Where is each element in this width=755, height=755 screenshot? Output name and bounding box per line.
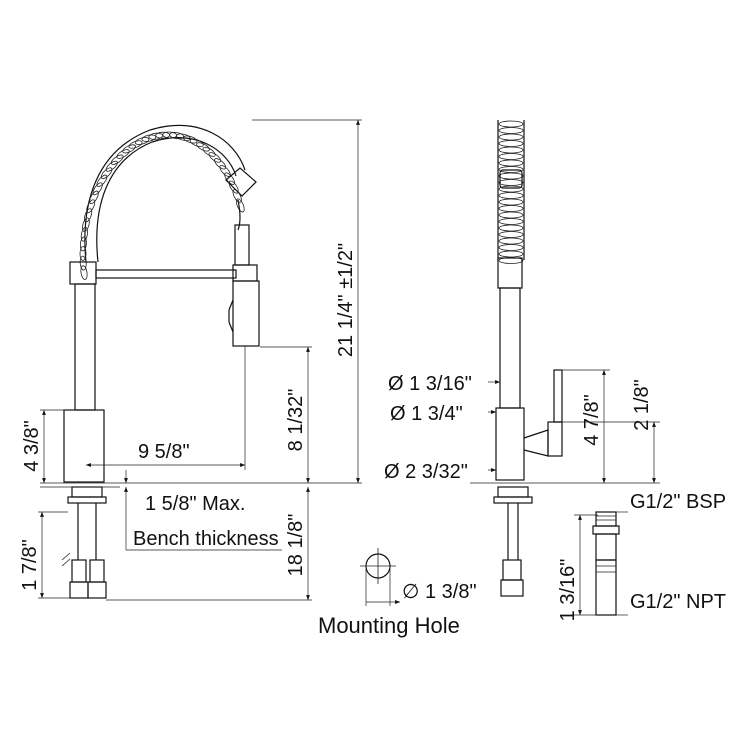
coil-loop <box>92 182 103 196</box>
side-coil-loop <box>498 192 524 199</box>
handle-height2-label: 2 1/8" <box>631 379 653 431</box>
diameter-mid-label: Ø 1 3/4" <box>390 403 463 425</box>
coil-loop <box>79 255 87 271</box>
npt-label: G1/2" NPT <box>630 591 726 613</box>
side-coil-loop <box>498 166 524 173</box>
mounting-hole-title: Mounting Hole <box>318 613 460 638</box>
spout-arm <box>95 269 237 279</box>
side-coil-loop <box>498 237 524 245</box>
side-coil-loop <box>498 198 524 206</box>
spray-head <box>225 167 257 197</box>
coil-loop <box>116 149 130 159</box>
side-column <box>499 287 521 409</box>
coil-loop <box>189 138 204 148</box>
mount-diameter-label: ∅ 1 3/8" <box>402 581 477 603</box>
coil-loop <box>141 134 157 142</box>
coil-loop <box>83 208 93 223</box>
side-coil-loop <box>498 140 524 147</box>
mounting-hole <box>360 548 400 606</box>
total-height-dimension <box>252 119 362 483</box>
coil-loop <box>134 137 150 145</box>
total-height-label: 21 1/4" ±1/2" <box>335 243 357 357</box>
coil-loop <box>176 133 191 141</box>
coil-loop <box>208 152 222 163</box>
coil-loop <box>228 180 239 194</box>
handle-height1-label: 4 7/8" <box>581 394 603 446</box>
side-coil-loop <box>498 218 524 225</box>
faucet-base <box>63 409 105 483</box>
side-coil-loop <box>498 231 524 238</box>
side-coil-loop <box>498 146 524 154</box>
main-column <box>74 283 96 411</box>
hose-length-label: 1 7/8" <box>19 539 41 591</box>
diameter-base-label: Ø 2 3/32" <box>384 461 468 483</box>
side-coil-loop <box>498 127 524 134</box>
coil-loop <box>80 226 89 242</box>
coil-loop <box>79 246 87 261</box>
front-view-faucet <box>61 125 260 599</box>
side-coil-loop <box>498 172 524 180</box>
side-coil-loop <box>498 120 524 128</box>
spout-reach-label: 9 5/8" <box>138 441 190 463</box>
coil-loop <box>202 146 216 157</box>
coil-loop <box>105 160 118 172</box>
pulldown-handle <box>234 224 250 266</box>
side-coil-loop <box>498 153 524 160</box>
coil-loop <box>183 135 198 144</box>
spout-height-label: 8 1/32" <box>285 389 307 452</box>
adapter-fitting <box>592 511 620 616</box>
spring-coil <box>79 125 246 280</box>
side-coil-loop <box>498 224 524 232</box>
adapter-length-label: 1 3/16" <box>557 559 579 622</box>
bench-max-label: 1 5/8" Max. <box>145 493 245 515</box>
bsp-label: G1/2" BSP <box>630 491 726 513</box>
below-height-label: 18 1/8" <box>285 514 307 577</box>
coil-loop <box>79 236 87 252</box>
coil-loop <box>100 167 113 180</box>
base-height-label: 4 3/8" <box>21 420 43 472</box>
side-coil-loop <box>498 250 524 258</box>
bench-thickness-label: Bench thickness <box>133 528 279 550</box>
side-coil-loop <box>498 211 524 219</box>
coil-loop <box>128 140 143 149</box>
coil-loop <box>122 144 136 154</box>
side-view-faucet <box>493 120 563 597</box>
side-coil-loop <box>498 185 524 193</box>
coil-loop <box>214 158 227 170</box>
coil-loop <box>80 265 88 280</box>
side-coil-loop <box>498 133 524 141</box>
side-coil-loop <box>498 159 524 167</box>
diameter-top-label: Ø 1 3/16" <box>388 373 472 395</box>
side-coil-loop <box>498 244 524 251</box>
coil-loop <box>89 190 99 204</box>
coil-loop <box>82 217 90 232</box>
coil-loop <box>86 199 96 214</box>
coil-loop <box>235 198 245 213</box>
coil-loop <box>110 154 124 165</box>
coil-loop <box>196 142 210 152</box>
side-coil-loop <box>498 179 524 186</box>
coil-loop <box>96 174 108 187</box>
side-coil-loop <box>498 205 524 212</box>
